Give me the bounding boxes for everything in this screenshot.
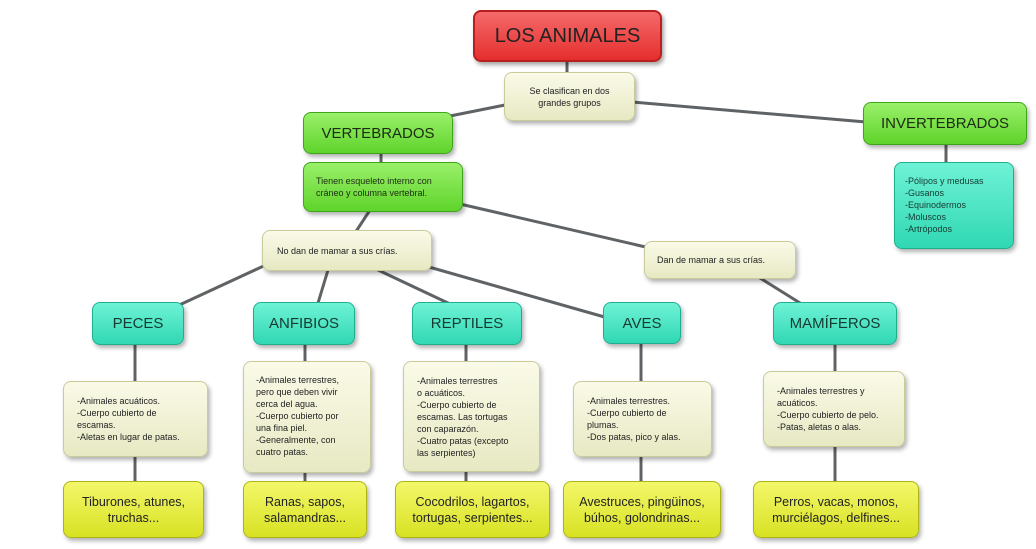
line-nomamar-peces (173, 261, 272, 309)
vertebrados-desc: Tienen esqueleto interno con cráneo y co… (316, 176, 432, 198)
invertebrados-desc: -Pólipos y medusas -Gusanos -Equinodermo… (905, 176, 984, 234)
examples-aves: Avestruces, pingüinos, búhos, golondrina… (563, 481, 721, 538)
group-peces: PECES (92, 302, 184, 345)
no-mamar-label: No dan de mamar a sus crías. (277, 245, 398, 256)
desc-peces: -Animales acuáticos. -Cuerpo cubierto de… (63, 381, 208, 457)
group-reptiles: REPTILES (412, 302, 522, 345)
line-desc-nomamar (353, 208, 372, 235)
line-desc-mamar (458, 202, 652, 250)
invertebrados-node: INVERTEBRADOS (863, 102, 1027, 145)
group-mamiferos-label: MAMÍFEROS (789, 315, 881, 332)
line-clasifican-invertebrados (630, 100, 868, 124)
desc-mamiferos: -Animales terrestres y acuáticos. -Cuerp… (763, 371, 905, 447)
desc-mamiferos-text: -Animales terrestres y acuáticos. -Cuerp… (777, 386, 879, 432)
group-peces-label: PECES (112, 315, 164, 332)
no-mamar-node: No dan de mamar a sus crías. (262, 230, 432, 271)
group-anfibios-label: ANFIBIOS (268, 315, 339, 332)
examples-reptiles: Cocodrilos, lagartos, tortugas, serpient… (395, 481, 550, 538)
line-nomamar-anfibios (316, 268, 330, 305)
desc-aves: -Animales terrestres. -Cuerpo cubierto d… (573, 381, 712, 457)
line-nomamar-reptiles (376, 268, 450, 305)
examples-reptiles-text: Cocodrilos, lagartos, tortugas, serpient… (412, 494, 533, 525)
examples-peces-text: Tiburones, atunes, truchas... (81, 494, 186, 525)
examples-aves-text: Avestruces, pingüinos, búhos, golondrina… (579, 494, 705, 525)
vertebrados-desc-node: Tienen esqueleto interno con cráneo y co… (303, 162, 463, 212)
desc-anfibios: -Animales terrestres, pero que deben viv… (243, 361, 371, 473)
group-aves-label: AVES (622, 314, 662, 332)
group-aves: AVES (603, 302, 681, 344)
examples-mamiferos: Perros, vacas, monos, murciélagos, delfi… (753, 481, 919, 538)
clasifican-node: Se clasifican en dos grandes grupos (504, 72, 635, 121)
examples-anfibios: Ranas, sapos, salamandras... (243, 481, 367, 538)
group-anfibios: ANFIBIOS (253, 302, 355, 345)
mamar-label: Dan de mamar a sus crías. (657, 255, 766, 265)
mamar-node: Dan de mamar a sus crías. (644, 241, 796, 279)
group-reptiles-label: REPTILES (430, 315, 504, 332)
desc-reptiles-text: -Animales terrestres o acuáticos. -Cuerp… (417, 376, 509, 458)
desc-peces-text: -Animales acuáticos. -Cuerpo cubierto de… (77, 396, 180, 442)
examples-anfibios-text: Ranas, sapos, salamandras... (264, 494, 346, 525)
desc-reptiles: -Animales terrestres o acuáticos. -Cuerp… (403, 361, 540, 472)
vertebrados-label: VERTEBRADOS (321, 124, 435, 142)
line-nomamar-aves (420, 263, 610, 320)
vertebrados-node: VERTEBRADOS (303, 112, 453, 154)
title-node: LOS ANIMALES (473, 10, 662, 62)
examples-mamiferos-text: Perros, vacas, monos, murciélagos, delfi… (772, 494, 900, 525)
group-mamiferos: MAMÍFEROS (773, 302, 897, 345)
desc-aves-text: -Animales terrestres. -Cuerpo cubierto d… (587, 396, 681, 442)
clasifican-label: Se clasifican en dos grandes grupos (529, 85, 610, 108)
title-label: LOS ANIMALES (494, 24, 641, 47)
desc-anfibios-text: -Animales terrestres, pero que deben viv… (256, 375, 340, 457)
line-mamar-mamiferos (758, 276, 802, 305)
invertebrados-label: INVERTEBRADOS (880, 115, 1010, 132)
invertebrados-desc-node: -Pólipos y medusas -Gusanos -Equinodermo… (894, 162, 1014, 249)
examples-peces: Tiburones, atunes, truchas... (63, 481, 204, 538)
